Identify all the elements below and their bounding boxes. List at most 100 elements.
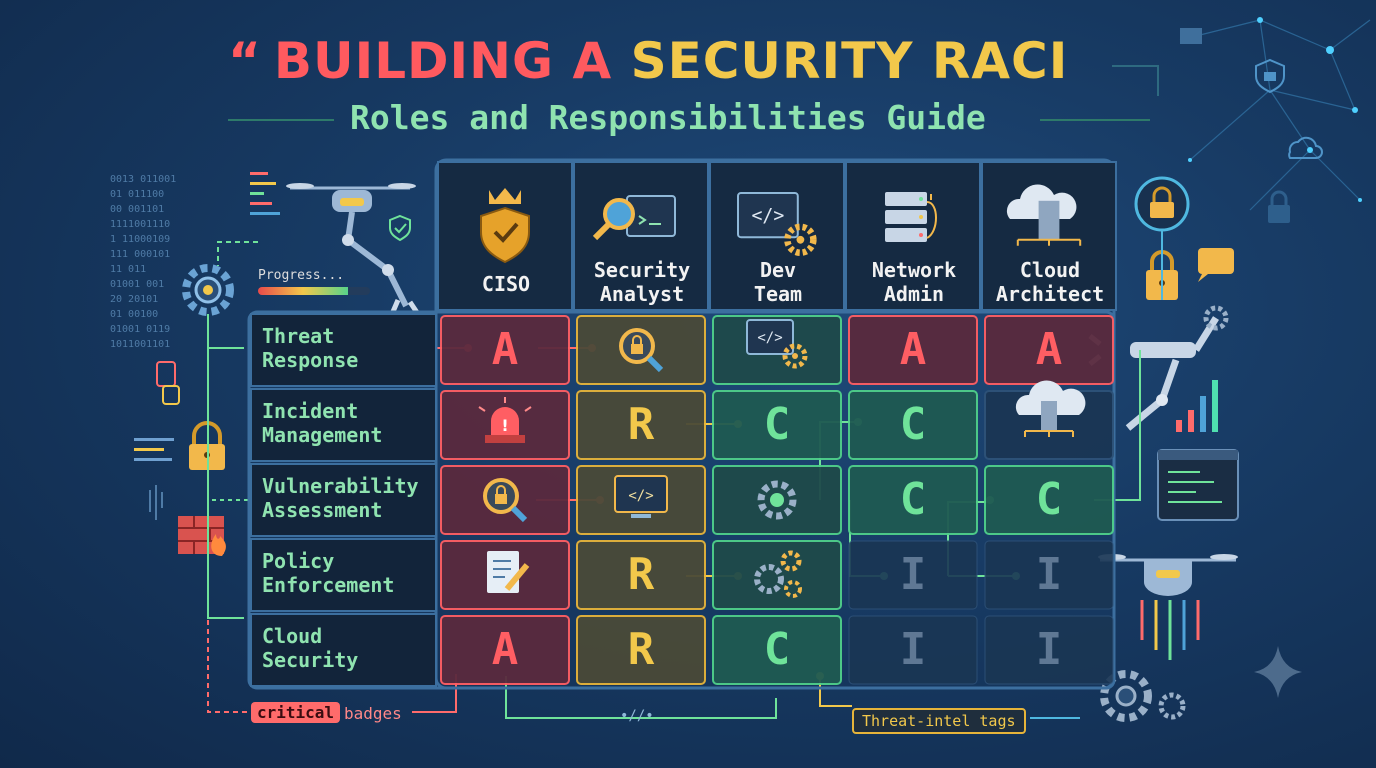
row-label-line2: Management (262, 423, 383, 447)
role-name-line2: Analyst (599, 282, 685, 306)
raci-cell (712, 540, 842, 610)
gears-bottom-right-icon (1100, 670, 1186, 722)
lock-circle-icon (1134, 176, 1190, 232)
row-label-cell (250, 313, 437, 387)
drone-right-icon (1098, 554, 1238, 660)
raci-cell-icons: </> </ (478, 184, 1086, 598)
raci-letter: C (763, 624, 791, 675)
threat-intel-tag: Threat-intel tags (852, 708, 1026, 734)
progress-bar (258, 287, 370, 295)
small-lock-icon (1268, 190, 1290, 223)
cloud-building-icon (1015, 380, 1086, 437)
cloud-building-icon (1006, 184, 1082, 246)
raci-cell (848, 390, 978, 460)
network-nodes (1188, 17, 1362, 202)
title-quote-mark: “ (228, 32, 262, 90)
alarm-siren-icon: ! (478, 397, 532, 443)
raci-letter: R (627, 624, 655, 675)
left-bars-icon (134, 438, 174, 461)
lock-node-icon (1255, 58, 1285, 94)
role-name-line2: Admin (883, 282, 945, 306)
role-name-line1: Network (871, 258, 957, 282)
row-label-cell (250, 463, 437, 537)
chat-bubble-icon (1198, 248, 1234, 282)
raci-cell (576, 540, 706, 610)
raci-letter: R (627, 399, 655, 450)
row-label-line1: Vulnerability (262, 474, 419, 498)
server-rack-icon (885, 192, 937, 242)
raci-cell (848, 315, 978, 385)
role-name-line2: Team (753, 282, 803, 306)
role-name-line2: Architect (995, 282, 1105, 306)
raci-letter: C (899, 399, 927, 450)
page-title: “BUILDING A SECURITY RACI (228, 32, 1128, 90)
raci-cell (440, 615, 570, 685)
row-label-cell (250, 538, 437, 612)
page-subtitle: Roles and Responsibilities Guide (350, 98, 986, 137)
gears-icon (754, 550, 802, 598)
svg-text:!: ! (501, 416, 508, 435)
gear-icon (757, 480, 797, 520)
raci-cell (984, 465, 1114, 535)
firewall-icon (178, 516, 226, 556)
raci-letter: I (899, 549, 927, 600)
progress-label: Progress... (258, 268, 345, 283)
magnifier-lock-icon (483, 478, 528, 523)
critical-badge: critical (251, 702, 341, 723)
raci-cell (712, 615, 842, 685)
raci-cell (576, 390, 706, 460)
row-label-cell (250, 613, 437, 687)
raci-letter: A (899, 324, 927, 375)
gear-large-icon (182, 264, 234, 316)
brick-icon (1180, 28, 1202, 44)
signal-bars-icon (1176, 380, 1218, 432)
row-label-line2: Enforcement (262, 573, 395, 597)
cloud-upload-icon (1288, 136, 1323, 159)
row-label-line1: Incident (262, 399, 359, 423)
row-label-line1: Threat (262, 324, 335, 348)
title-part-1: BUILDING A (273, 32, 631, 90)
row-label-line2: Assessment (262, 498, 383, 522)
raci-letter: R (627, 549, 655, 600)
raci-cell (984, 615, 1114, 685)
title-part-2: SECURITY RACI (630, 32, 1069, 90)
raci-letter: I (1035, 624, 1063, 675)
raci-letter: A (491, 624, 519, 675)
raci-letter: C (1035, 474, 1063, 525)
code-bars-icon (250, 172, 280, 215)
raci-letter: I (899, 624, 927, 675)
raci-letter: C (763, 399, 791, 450)
raci-letter: A (1035, 324, 1063, 375)
raci-letter: A (491, 324, 519, 375)
row-label-line2: Response (262, 348, 359, 372)
sparkle-icon (1254, 646, 1302, 698)
raci-letter: I (1035, 549, 1063, 600)
code-monitor-icon: </> (614, 475, 668, 518)
drone-robot-arm-icon (286, 183, 421, 316)
raci-cell (848, 540, 978, 610)
role-name-line1: Security (593, 258, 691, 282)
role-name-line1: Dev (759, 258, 797, 282)
badges-label: badges (344, 704, 402, 723)
raci-letter: C (899, 474, 927, 525)
puzzle-icon (156, 361, 180, 405)
shield-crown-icon (480, 188, 530, 264)
vertical-lines (149, 485, 163, 520)
document-pen-icon (487, 551, 530, 593)
network-graph (1179, 19, 1371, 211)
row-label-line1: Cloud (262, 624, 323, 648)
raci-cell (712, 390, 842, 460)
row-label-line1: Policy (262, 549, 335, 573)
role-name-line1: Cloud (1019, 258, 1081, 282)
svg-text:</>: </> (757, 330, 782, 346)
raci-cell (848, 465, 978, 535)
